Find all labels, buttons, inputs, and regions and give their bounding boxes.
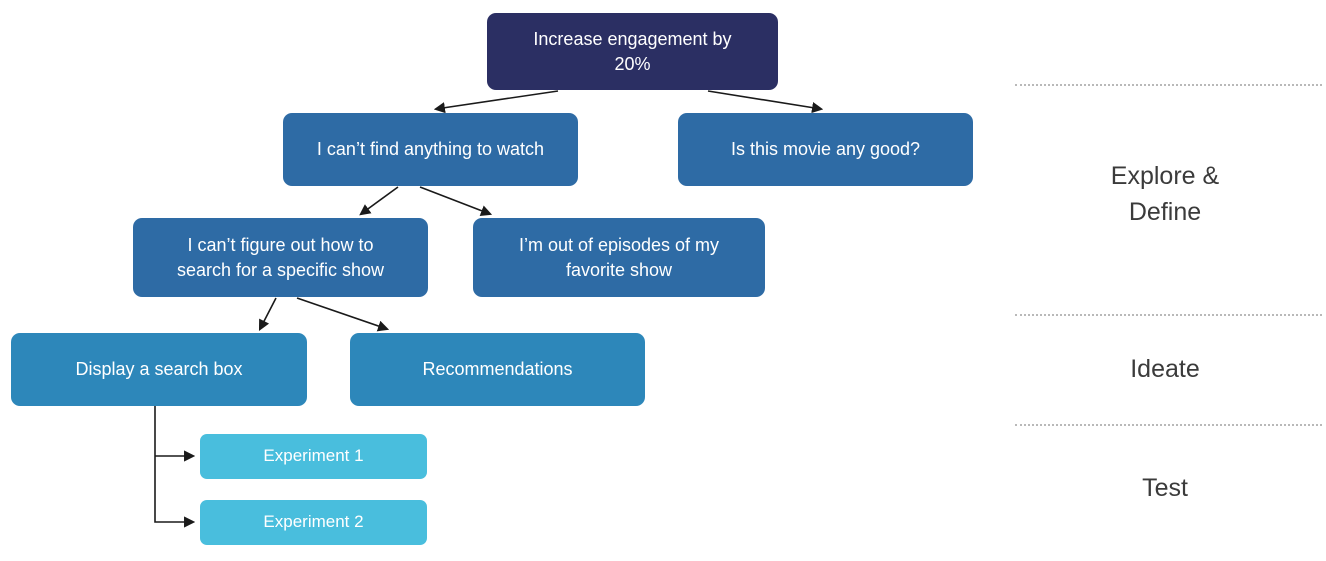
stage-label-explore-define: Explore & Define (1110, 162, 1220, 227)
stage-label-test: Test (1142, 474, 1188, 502)
node-solution-recommendations: Recommendations (350, 333, 645, 406)
connector-figure-search-to-recommendations (296, 297, 390, 332)
node-opportunity-movie-good-label: Is this movie any good? (730, 139, 921, 160)
node-goal-label: Increase engagement by 20% (533, 29, 732, 74)
node-goal: Increase engagement by 20% (487, 13, 778, 90)
stage-label-ideate: Ideate (1130, 355, 1200, 383)
node-opportunity-figure-search: I can’t figure out how to search for a s… (133, 218, 428, 297)
connector-cant-find-to-figure-search (359, 186, 399, 216)
stage-divider-top (1015, 84, 1322, 86)
stage-divider-middle (1015, 314, 1322, 316)
node-opportunity-cant-find: I can’t find anything to watch (283, 113, 578, 186)
connector-goal-to-cant-find (433, 90, 559, 114)
node-solution-recommendations-label: Recommendations (422, 359, 573, 380)
node-experiment-2-label: Experiment 2 (263, 512, 364, 532)
node-experiment-1-label: Experiment 1 (263, 446, 364, 466)
connector-search-box-to-experiment-2 (154, 406, 196, 528)
node-opportunity-out-of-episodes: I’m out of episodes of my favorite show (473, 218, 765, 297)
stage-divider-bottom (1015, 424, 1322, 426)
node-solution-search-box-label: Display a search box (75, 359, 243, 380)
node-opportunity-movie-good: Is this movie any good? (678, 113, 973, 186)
node-opportunity-out-of-episodes-label: I’m out of episodes of my favorite show (518, 235, 720, 280)
node-opportunity-figure-search-label: I can’t figure out how to search for a s… (176, 235, 385, 280)
node-opportunity-cant-find-label: I can’t find anything to watch (316, 139, 545, 160)
connector-goal-to-movie-good (707, 90, 824, 114)
node-experiment-1: Experiment 1 (200, 434, 427, 479)
node-solution-search-box: Display a search box (11, 333, 307, 406)
node-experiment-2: Experiment 2 (200, 500, 427, 545)
connector-cant-find-to-out-of-episodes (419, 186, 493, 217)
connector-figure-search-to-search-box (258, 297, 277, 331)
